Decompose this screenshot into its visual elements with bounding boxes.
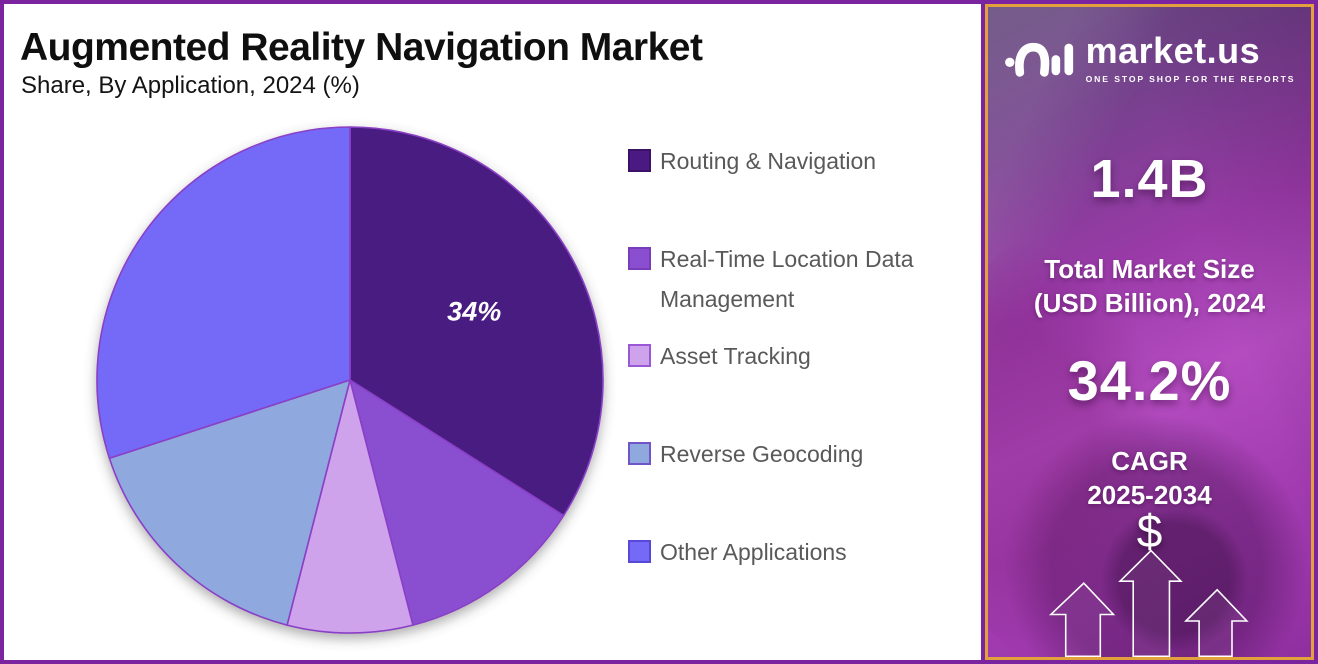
legend-label: Routing & Navigation bbox=[660, 148, 877, 174]
market-size-label-line1: Total Market Size bbox=[1044, 254, 1255, 284]
page-subtitle: Share, By Application, 2024 (%) bbox=[21, 72, 360, 99]
brand-name: market.us bbox=[1085, 29, 1261, 71]
legend-swatch-icon bbox=[628, 540, 651, 563]
pie-slice-asset-tracking bbox=[286, 379, 414, 634]
legend-swatch-icon bbox=[628, 442, 651, 465]
panel-background bbox=[985, 4, 1314, 660]
pie-slice-routing-navigation bbox=[349, 126, 604, 517]
pie-slice-label: 34% bbox=[447, 297, 501, 327]
dollar-icon: $ bbox=[1136, 505, 1163, 557]
brand-tagline: ONE STOP SHOP FOR THE REPORTS bbox=[1085, 73, 1296, 84]
market-size-value: 1.4B bbox=[1090, 149, 1209, 209]
marketus-logo-text: market.us ONE STOP SHOP FOR THE REPORTS bbox=[1085, 29, 1296, 84]
cagr-label: CAGR 2025-2034 bbox=[985, 444, 1314, 513]
chart-legend: Routing & Navigation Real-Time Location … bbox=[628, 4, 964, 660]
cagr-label-line1: CAGR bbox=[1111, 446, 1188, 476]
brand-panel: market.us ONE STOP SHOP FOR THE REPORTS … bbox=[981, 4, 1314, 660]
legend-item-real-time-location-data-management: Real-Time Location Data Management bbox=[628, 239, 964, 320]
legend-item-routing-navigation: Routing & Navigation bbox=[628, 141, 964, 181]
legend-item-other-applications: Other Applications bbox=[628, 532, 964, 572]
legend-swatch-icon bbox=[628, 149, 651, 172]
page-title: Augmented Reality Navigation Market bbox=[20, 26, 703, 69]
pie-slice-real-time-location-data-management bbox=[349, 379, 565, 626]
legend-label: Real-Time Location Data Management bbox=[660, 246, 914, 313]
pie-chart: 34% bbox=[96, 126, 604, 634]
background-photo-overlay bbox=[1100, 505, 1250, 653]
growth-arrows-icon bbox=[1048, 549, 1249, 657]
legend-item-asset-tracking: Asset Tracking bbox=[628, 336, 964, 376]
legend-swatch-icon bbox=[628, 247, 651, 270]
pie-slice-reverse-geocoding bbox=[108, 379, 351, 626]
legend-item-reverse-geocoding: Reverse Geocoding bbox=[628, 434, 964, 474]
legend-label: Asset Tracking bbox=[660, 343, 811, 369]
marketus-logo-icon bbox=[1004, 42, 1073, 77]
marketus-logo: market.us ONE STOP SHOP FOR THE REPORTS bbox=[985, 32, 1314, 84]
legend-swatch-icon bbox=[628, 344, 651, 367]
market-size-label-line2: (USD Billion), 2024 bbox=[1033, 288, 1266, 319]
pie-slice-other-applications bbox=[96, 126, 351, 459]
legend-label: Reverse Geocoding bbox=[660, 441, 864, 467]
cagr-value: 34.2% bbox=[1067, 349, 1232, 412]
legend-label: Other Applications bbox=[660, 539, 847, 565]
cagr-label-line2: 2025-2034 bbox=[1087, 480, 1212, 511]
market-size-label: Total Market Size (USD Billion), 2024 bbox=[985, 252, 1314, 321]
